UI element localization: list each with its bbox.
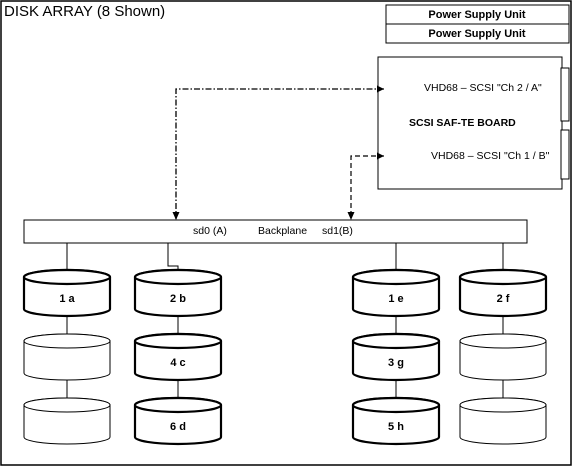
channel-a-arrow-board: [377, 85, 384, 93]
scsi-connector-a: [560, 67, 570, 122]
scsi-board-title: SCSI SAF-TE BOARD: [409, 117, 516, 129]
backplane-title: Backplane: [258, 225, 307, 237]
disk-top: [23, 333, 111, 349]
power-supply-unit-2: [385, 23, 570, 44]
power-supply-stack: Power Supply Unit Power Supply Unit: [385, 4, 570, 44]
disk-top: [133, 396, 223, 414]
disk-3g: 3 g: [351, 332, 441, 382]
disk-label: 2 b: [170, 293, 186, 305]
channel-a-link: [172, 85, 384, 220]
disk-empty: [23, 397, 111, 445]
disk-2b: 2 b: [133, 268, 223, 318]
scsi-board-box: [377, 56, 563, 190]
scsi-connector-b: [560, 129, 570, 180]
backplane-sd1-label: sd1(B): [322, 225, 353, 237]
disk-top: [22, 268, 112, 286]
disk-4c: 4 c: [133, 332, 223, 382]
channel-b-link: [347, 152, 384, 220]
disk-1e: 1 e: [351, 268, 441, 318]
disk-top: [351, 396, 441, 414]
disk-top: [23, 397, 111, 413]
backplane-connectors: [66, 243, 504, 406]
disk-top: [458, 268, 548, 286]
disk-label: 4 c: [170, 357, 185, 369]
scsi-port-a-label: VHD68 – SCSI "Ch 2 / A": [424, 82, 542, 94]
disk-top: [459, 333, 547, 349]
disk-label: 3 g: [388, 357, 404, 369]
disk-1a: 1 a: [22, 268, 112, 318]
channel-a-arrow-backplane: [172, 212, 180, 220]
disk-empty: [459, 397, 547, 445]
disk-2f: 2 f: [458, 268, 548, 318]
disk-top: [133, 332, 223, 350]
disk-label: 1 a: [59, 293, 75, 305]
power-supply-label-2: Power Supply Unit: [428, 28, 526, 40]
scsi-port-b-label: VHD68 – SCSI "Ch 1 / B": [431, 150, 550, 162]
disk-top: [351, 268, 441, 286]
diagram-title: DISK ARRAY (8 Shown): [4, 3, 165, 20]
disk-empty: [23, 333, 111, 381]
backplane: sd0 (A) Backplane sd1(B): [23, 219, 528, 244]
disk-label: 6 d: [170, 421, 186, 433]
channel-b-arrow-board: [377, 152, 384, 160]
disk-label: 2 f: [497, 293, 510, 305]
disk-label: 5 h: [388, 421, 404, 433]
disk-top: [133, 268, 223, 286]
disk-empty: [459, 333, 547, 381]
scsi-board: VHD68 – SCSI "Ch 2 / A" SCSI SAF-TE BOAR…: [377, 56, 570, 190]
channel-b-arrow-backplane: [347, 212, 355, 220]
disk-label: 1 e: [388, 293, 403, 305]
disk-6d: 6 d: [133, 396, 223, 446]
backplane-sd0-label: sd0 (A): [193, 225, 227, 237]
disk-grid: 1 a 2 b 1 e 2 f 4 c 3 g 6 d 5 h: [22, 268, 548, 446]
disk-top: [459, 397, 547, 413]
disk-5h: 5 h: [351, 396, 441, 446]
disk-top: [351, 332, 441, 350]
backplane-box: [23, 219, 528, 244]
power-supply-label-1: Power Supply Unit: [428, 9, 526, 21]
